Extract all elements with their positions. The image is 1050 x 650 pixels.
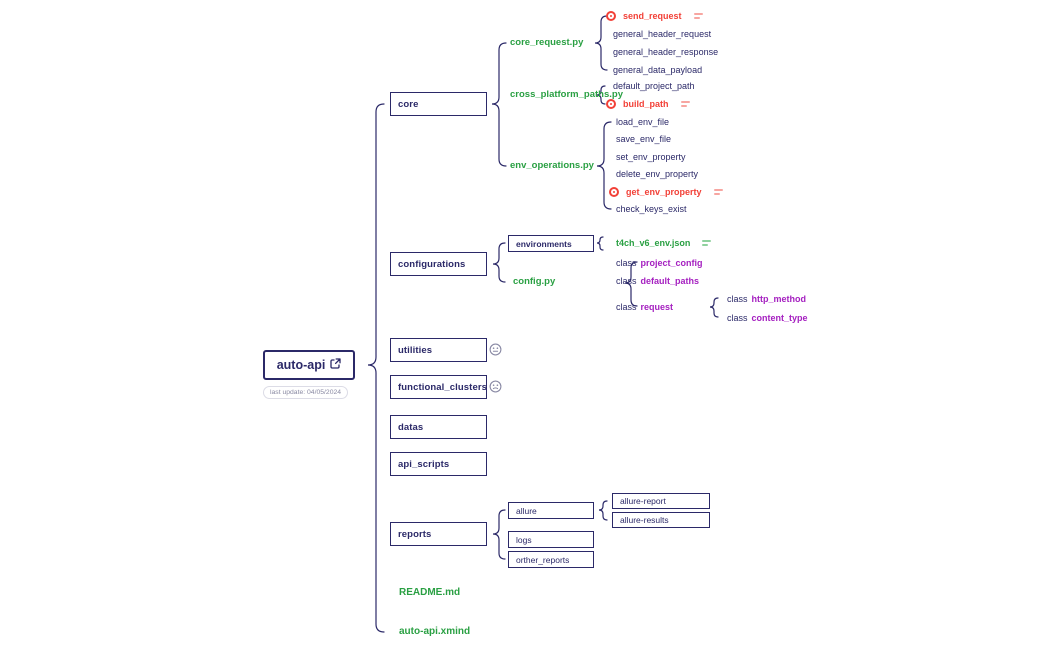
root-label: auto-api	[276, 358, 326, 372]
brace-root	[367, 103, 385, 633]
topic-class-http-method[interactable]: class http_method	[727, 292, 806, 305]
topic-label: general_data_payload	[613, 65, 703, 75]
topic-label: allure-report	[620, 496, 666, 506]
topic-label: build_path	[623, 99, 669, 109]
topic-api-scripts[interactable]: api_scripts	[390, 452, 487, 476]
topic-class-request[interactable]: class request	[616, 300, 673, 313]
topic-t4ch-v6-env-json[interactable]: t4ch_v6_env.json	[616, 236, 712, 250]
topic-delete-env-property[interactable]: delete_env_property	[616, 167, 698, 181]
topic-auto-api-xmind[interactable]: auto-api.xmind	[399, 626, 471, 637]
topic-set-env-property[interactable]: set_env_property	[616, 150, 686, 164]
brace-class-request	[709, 297, 719, 318]
topic-root-auto-api[interactable]: auto-api	[263, 350, 355, 380]
topic-datas[interactable]: datas	[390, 415, 487, 439]
emoji-sticker-icon	[489, 343, 502, 356]
class-name: project_config	[640, 257, 703, 268]
class-name: content_type	[751, 312, 808, 323]
topic-cross-platform-paths-py[interactable]: cross_platform_paths.py	[510, 89, 623, 100]
topic-label: core	[398, 98, 419, 110]
topic-send-request[interactable]: send_request	[606, 9, 703, 23]
topic-default-project-path[interactable]: default_project_path	[613, 79, 695, 93]
brace-core	[491, 42, 507, 167]
topic-label: reports	[398, 528, 432, 540]
topic-label: default_project_path	[613, 81, 695, 91]
topic-label: t4ch_v6_env.json	[616, 238, 691, 248]
topic-label: functional_clusters	[398, 381, 488, 393]
topic-general-data-payload[interactable]: general_data_payload	[613, 63, 702, 77]
topic-logs[interactable]: logs	[508, 531, 594, 548]
class-keyword: class	[616, 301, 637, 312]
topic-label: allure	[516, 505, 537, 516]
topic-label: load_env_file	[616, 117, 670, 127]
topic-label: general_header_request	[613, 29, 712, 39]
topic-label: logs	[516, 534, 532, 545]
topic-env-operations-py[interactable]: env_operations.py	[510, 160, 594, 171]
topic-label: set_env_property	[616, 152, 686, 162]
topic-label: get_env_property	[626, 187, 702, 197]
emoji-sticker-icon	[489, 380, 502, 393]
topic-configurations[interactable]: configurations	[390, 252, 487, 276]
topic-label: general_header_response	[613, 47, 719, 57]
topic-load-env-file[interactable]: load_env_file	[616, 115, 669, 129]
topic-label: delete_env_property	[616, 169, 699, 179]
topic-utilities[interactable]: utilities	[390, 338, 487, 362]
topic-core-request-py[interactable]: core_request.py	[510, 37, 584, 48]
class-keyword: class	[727, 293, 748, 304]
topic-check-keys-exist[interactable]: check_keys_exist	[616, 202, 687, 216]
class-keyword: class	[727, 312, 748, 323]
topic-get-env-property[interactable]: get_env_property	[609, 185, 723, 199]
red-dot-icon	[606, 11, 616, 21]
notes-icon[interactable]	[702, 240, 712, 246]
brace-reports	[492, 509, 506, 560]
brace-allure	[598, 500, 608, 521]
brace-core-request	[594, 15, 608, 71]
notes-icon[interactable]	[693, 13, 703, 19]
topic-general-header-request[interactable]: general_header_request	[613, 27, 711, 41]
red-dot-icon	[606, 99, 616, 109]
topic-allure-report[interactable]: allure-report	[612, 493, 710, 509]
topic-class-content-type[interactable]: class content_type	[727, 311, 808, 324]
class-keyword: class	[616, 275, 637, 286]
topic-allure-results[interactable]: allure-results	[612, 512, 710, 528]
topic-class-project-config[interactable]: class project_config	[616, 256, 703, 269]
topic-label: check_keys_exist	[616, 204, 687, 214]
topic-save-env-file[interactable]: save_env_file	[616, 132, 671, 146]
last-update-badge: last update: 04/05/2024	[263, 386, 349, 399]
class-name: http_method	[751, 293, 807, 304]
class-keyword: class	[616, 257, 637, 268]
topic-allure[interactable]: allure	[508, 502, 594, 519]
topic-functional-clusters[interactable]: functional_clusters	[390, 375, 487, 399]
topic-label: orther_reports	[516, 554, 570, 565]
brace-configurations	[492, 242, 506, 283]
brace-environments	[596, 236, 604, 251]
topic-readme-md[interactable]: README.md	[399, 587, 461, 598]
topic-build-path[interactable]: build_path	[606, 97, 690, 111]
topic-label: api_scripts	[398, 458, 450, 470]
topic-environments[interactable]: environments	[508, 235, 594, 252]
notes-icon[interactable]	[680, 101, 690, 107]
topic-config-py[interactable]: config.py	[513, 276, 556, 287]
notes-icon[interactable]	[713, 189, 723, 195]
topic-label: save_env_file	[616, 134, 672, 144]
topic-core[interactable]: core	[390, 92, 487, 116]
topic-general-header-response[interactable]: general_header_response	[613, 45, 718, 59]
red-dot-icon	[609, 187, 619, 197]
topic-label: utilities	[398, 344, 433, 356]
topic-label: send_request	[623, 11, 682, 21]
topic-orther-reports[interactable]: orther_reports	[508, 551, 594, 568]
topic-label: environments	[516, 238, 572, 249]
topic-label: configurations	[398, 258, 466, 270]
topic-reports[interactable]: reports	[390, 522, 487, 546]
topic-label: datas	[398, 421, 424, 433]
class-name: request	[640, 301, 674, 312]
topic-label: allure-results	[620, 515, 669, 525]
external-link-icon[interactable]	[330, 358, 341, 372]
topic-class-default-paths[interactable]: class default_paths	[616, 274, 699, 287]
class-name: default_paths	[640, 275, 700, 286]
